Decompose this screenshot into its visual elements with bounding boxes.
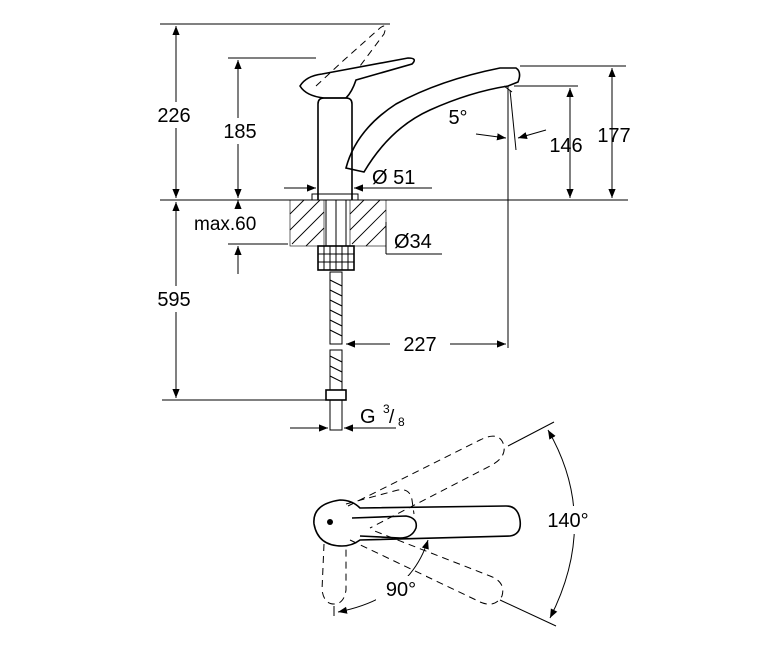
hose-connector <box>325 389 347 431</box>
dim-thread: G 3 / 8 <box>290 402 405 432</box>
label-226: 226 <box>157 105 190 127</box>
dim-body-height: 185 <box>216 57 316 198</box>
worktop-hatching-right <box>349 199 387 247</box>
top-lever <box>351 515 418 539</box>
dim-lever-angle: 90° <box>333 539 429 616</box>
dim-total-height: 226 <box>150 23 390 201</box>
label-5-degree: 5° <box>448 107 467 129</box>
dim-swivel-angle: 140° <box>499 421 602 627</box>
side-view: 226 185 177 146 5° <box>150 23 631 432</box>
label-146: 146 <box>549 135 582 157</box>
supply-hose-upper <box>329 271 343 345</box>
faucet-body <box>317 97 353 200</box>
dim-spout-angle: 5° <box>448 86 547 348</box>
lever-handle <box>299 57 416 99</box>
dim-base-diameter: Ø 51 <box>284 167 432 192</box>
mounting-shank <box>325 199 347 247</box>
worktop-hatching-left <box>289 199 325 247</box>
label-90-degree: 90° <box>386 579 416 601</box>
dim-spout-reach: 227 <box>346 334 506 356</box>
spout <box>345 67 521 173</box>
dim-spout-top-height: 177 <box>520 65 631 198</box>
top-spout <box>313 499 522 547</box>
lever-rotated-down <box>321 543 347 605</box>
label-thread-denominator: 8 <box>398 415 405 429</box>
label-thread-slash: / <box>389 407 395 428</box>
base-collar <box>311 193 359 200</box>
spout-swivel-up <box>347 435 505 529</box>
label-max-60: max.60 <box>194 214 256 235</box>
label-227: 227 <box>403 334 436 356</box>
label-thread-numerator: 3 <box>383 402 390 416</box>
top-center-mark <box>327 519 333 525</box>
lever-raised-outline <box>315 25 386 87</box>
label-185: 185 <box>223 121 256 143</box>
label-140-degree: 140° <box>547 510 588 532</box>
label-diameter-34: Ø34 <box>394 231 432 253</box>
dim-outlet-height: 146 <box>514 85 583 198</box>
label-177: 177 <box>597 125 630 147</box>
label-diameter-51: Ø 51 <box>372 167 415 189</box>
dim-hose-length: 595 <box>150 202 326 401</box>
dim-hole-diameter: Ø34 <box>385 222 442 255</box>
supply-hose-lower <box>329 349 343 391</box>
top-view: 140° 90° <box>313 421 602 627</box>
lever-rotated-up <box>345 489 415 515</box>
mounting-nut <box>317 245 355 271</box>
label-595: 595 <box>157 289 190 311</box>
dim-max-thickness: max.60 <box>194 200 288 274</box>
spout-swivel-down <box>349 529 504 605</box>
label-thread-g: G <box>360 406 376 428</box>
